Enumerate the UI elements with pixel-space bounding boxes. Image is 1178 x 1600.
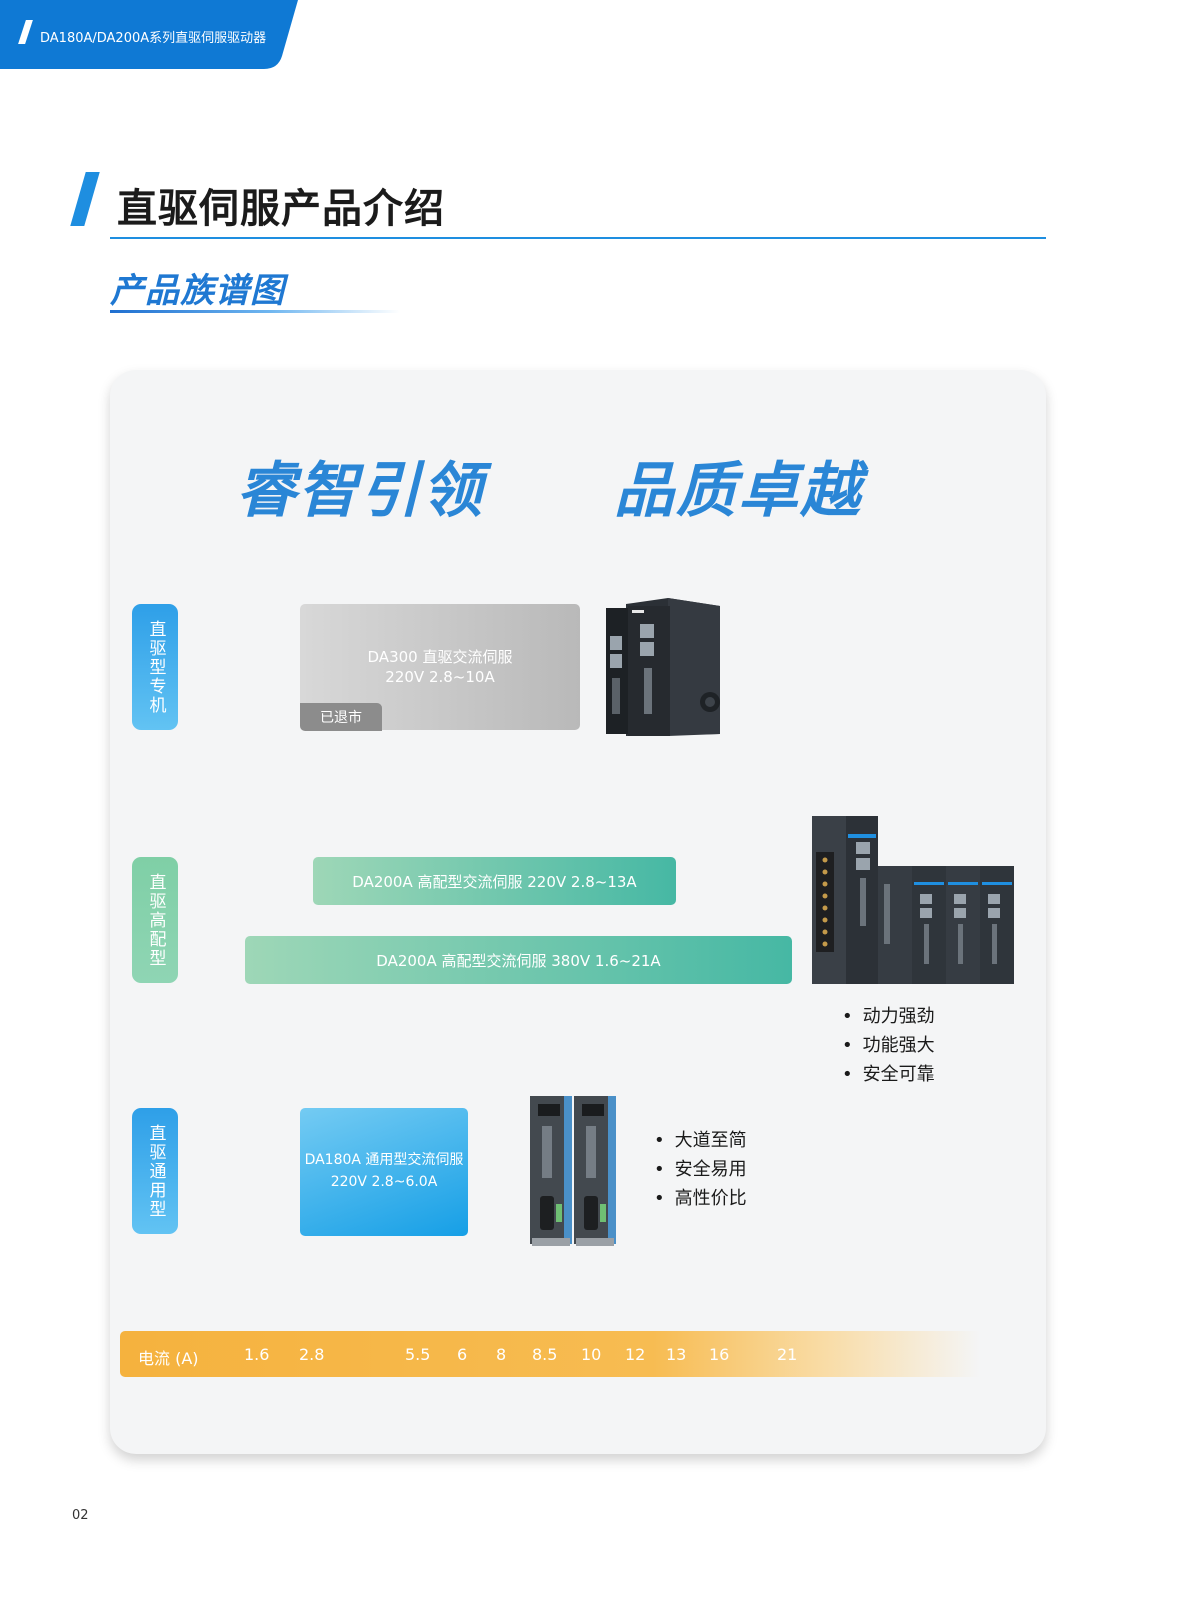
- da300-spec: 220V 2.8~10A: [385, 668, 495, 686]
- page-number: 02: [72, 1508, 89, 1523]
- product-bar-da200a-380v: DA200A 高配型交流伺服 380V 1.6~21A: [245, 936, 792, 984]
- row-label-dedicated-text: 直驱型专机: [145, 619, 166, 715]
- da180a-name: DA180A 通用型交流伺服: [304, 1152, 464, 1169]
- current-tick: 8: [496, 1345, 507, 1364]
- feature-item: 高性价比: [654, 1184, 747, 1213]
- current-tick: 10: [581, 1345, 602, 1364]
- current-tick: 13: [666, 1345, 687, 1364]
- subtitle-underline: [110, 310, 400, 313]
- current-tick: 6: [457, 1345, 468, 1364]
- header-tab-shape: [0, 0, 298, 69]
- servo-drive-da200a-group-image: [812, 816, 1014, 984]
- feature-item: 安全可靠: [842, 1060, 935, 1089]
- product-bar-da200a-220v: DA200A 高配型交流伺服 220V 2.8~13A: [313, 857, 676, 905]
- feature-item: 功能强大: [842, 1031, 935, 1060]
- current-tick: 1.6: [244, 1345, 270, 1364]
- header-tab: [0, 0, 300, 70]
- section-subtitle: 产品族谱图: [110, 271, 285, 311]
- slogan-right: 品质卓越: [614, 456, 862, 526]
- current-tick: 16: [709, 1345, 730, 1364]
- slogan-left: 睿智引领: [236, 456, 484, 526]
- page-title: 直驱伺服产品介绍: [117, 186, 445, 232]
- header-series-title: DA180A/DA200A系列直驱伺服驱动器: [40, 31, 267, 46]
- current-tick: 21: [777, 1345, 798, 1364]
- row-label-general: 直驱通用型: [132, 1108, 178, 1234]
- current-tick: 12: [625, 1345, 646, 1364]
- title-divider: [110, 237, 1046, 239]
- da300-name: DA300 直驱交流伺服: [367, 647, 513, 666]
- servo-drive-da300-image: [606, 598, 720, 736]
- feature-item: 大道至简: [654, 1126, 747, 1155]
- current-tick: 8.5: [532, 1345, 558, 1364]
- feature-item: 动力强劲: [842, 1002, 935, 1031]
- row-label-dedicated: 直驱型专机: [132, 604, 178, 730]
- row-label-high-text: 直驱高配型: [145, 872, 166, 968]
- row-label-high: 直驱高配型: [132, 857, 178, 983]
- title-slash-icon: [70, 172, 100, 226]
- retired-badge: 已退市: [300, 703, 382, 731]
- feature-item: 安全易用: [654, 1155, 747, 1184]
- current-axis-bar: [120, 1331, 980, 1377]
- da180a-spec: 220V 2.8~6.0A: [330, 1174, 438, 1190]
- current-axis-label: 电流 (A): [138, 1349, 199, 1368]
- row-label-general-text: 直驱通用型: [145, 1123, 166, 1219]
- features-high: 动力强劲 功能强大 安全可靠: [842, 1002, 935, 1089]
- features-general: 大道至简 安全易用 高性价比: [654, 1126, 747, 1213]
- product-bar-da180a: DA180A 通用型交流伺服 220V 2.8~6.0A: [300, 1108, 468, 1236]
- current-tick: 2.8: [299, 1345, 325, 1364]
- current-tick: 5.5: [405, 1345, 431, 1364]
- servo-drive-da180a-pair-image: [530, 1096, 616, 1246]
